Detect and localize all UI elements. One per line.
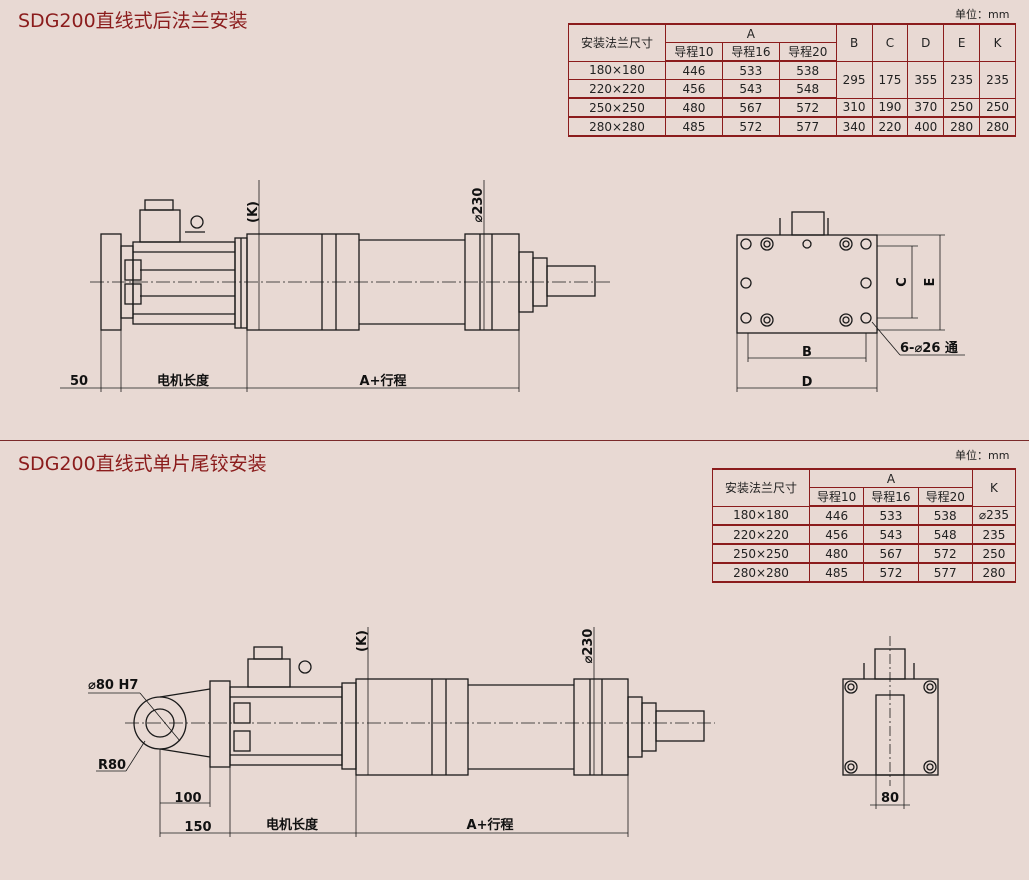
cell: 280×280 [712, 562, 810, 583]
dimension-table: 安装法兰尺寸 A K 导程10 导程16 导程20 180×180 446 53… [712, 468, 1017, 583]
cell: 280 [971, 562, 1017, 583]
header-e: E [943, 23, 981, 62]
panel-title: SDG200直线式后法兰安装 [18, 10, 248, 32]
cell: 533 [863, 505, 919, 526]
rear-flange-drawing: (K) ⌀230 50 电机长度 A+行程 C E B D 6-⌀26 通 [60, 180, 965, 392]
end-view-flange [736, 234, 878, 334]
cell: 355 [907, 60, 945, 99]
motor-connector [139, 209, 181, 243]
dim-50-label: 50 [70, 374, 88, 389]
clevis-plate [209, 680, 231, 768]
unit-label: 单位：mm [955, 8, 1010, 21]
dim-80-label: 80 [881, 791, 899, 806]
cell: 235 [971, 524, 1017, 545]
dia-dim-label: ⌀230 [581, 629, 596, 664]
cell: 190 [871, 97, 909, 118]
sub-lead20: 导程20 [778, 42, 837, 62]
c-dim-label: C [895, 277, 910, 287]
motor-body [132, 241, 236, 325]
cell: 485 [808, 562, 865, 583]
cell: 543 [721, 79, 780, 99]
dimension-table: 安装法兰尺寸 A B C D E K 导程10 导程16 导程20 180×18… [568, 23, 1016, 137]
cell: 567 [721, 97, 780, 118]
pin-dia-label: ⌀80 H7 [88, 678, 138, 693]
cell: 572 [917, 543, 973, 564]
cell: 538 [917, 505, 973, 526]
motor-connector [247, 658, 291, 688]
panel-title: SDG200直线式单片尾铰安装 [18, 453, 267, 475]
cell: 572 [778, 97, 837, 118]
cell: 175 [871, 60, 909, 99]
motor-length-label: 电机长度 [266, 817, 319, 833]
radius-label: R80 [98, 758, 126, 773]
motor-body [229, 686, 343, 766]
piston-rod [546, 265, 596, 297]
cell: 548 [778, 79, 837, 99]
sub-lead20: 导程20 [917, 487, 973, 507]
cell: 180×180 [568, 60, 666, 80]
cell: 567 [863, 543, 919, 564]
piston-rod [655, 710, 705, 742]
a-stroke-label: A+行程 [467, 817, 514, 833]
end-view-plate [842, 678, 939, 776]
b-dim-label: B [802, 345, 812, 360]
cell: 280×280 [568, 116, 666, 137]
a-stroke-label: A+行程 [360, 373, 407, 389]
sub-lead16: 导程16 [721, 42, 780, 62]
cell: 295 [835, 60, 873, 99]
unit-label: 单位：mm [955, 449, 1010, 462]
header-size: 安装法兰尺寸 [568, 23, 666, 62]
e-dim-label: E [923, 278, 938, 287]
header-k: K [971, 468, 1017, 507]
cell: ⌀235 [971, 505, 1017, 526]
cell: 250×250 [568, 97, 666, 118]
cell: 250 [971, 543, 1017, 564]
cell: 548 [917, 524, 973, 545]
single-clevis-drawing: (K) ⌀230 ⌀80 H7 R80 100 150 电机长度 A+行程 80 [88, 627, 939, 837]
cell: 446 [808, 505, 865, 526]
dim-100-label: 100 [174, 791, 201, 806]
k-dim-label: (K) [355, 630, 370, 652]
d-dim-label: D [802, 375, 813, 390]
cell: 310 [835, 97, 873, 118]
cell: 572 [863, 562, 919, 583]
cell: 577 [917, 562, 973, 583]
rear-flange-panel: SDG200直线式后法兰安装 单位：mm 安装法兰尺寸 A B C D E K … [0, 8, 1029, 441]
cell: 220×220 [712, 524, 810, 545]
cell: 340 [835, 116, 873, 137]
sub-lead10: 导程10 [665, 42, 723, 62]
single-clevis-panel: SDG200直线式单片尾铰安装 单位：mm 安装法兰尺寸 A K 导程10 导程… [0, 441, 1029, 880]
cylinder-body [355, 678, 469, 776]
holes-label: 6-⌀26 通 [900, 340, 958, 356]
cell: 480 [808, 543, 865, 564]
cell: 577 [778, 116, 837, 137]
k-dim-label: (K) [246, 201, 261, 223]
sub-lead10: 导程10 [808, 487, 865, 507]
cell: 543 [863, 524, 919, 545]
sub-lead16: 导程16 [863, 487, 919, 507]
cell: 250 [943, 97, 981, 118]
motor-length-label: 电机长度 [157, 373, 210, 389]
dim-150-label: 150 [184, 820, 211, 835]
dia-dim-label: ⌀230 [471, 188, 486, 223]
cell: 250 [979, 97, 1016, 118]
cell: 220×220 [568, 79, 666, 99]
cell: 280 [979, 116, 1016, 137]
cell: 456 [665, 79, 723, 99]
cell: 400 [907, 116, 945, 137]
cell: 250×250 [712, 543, 810, 564]
